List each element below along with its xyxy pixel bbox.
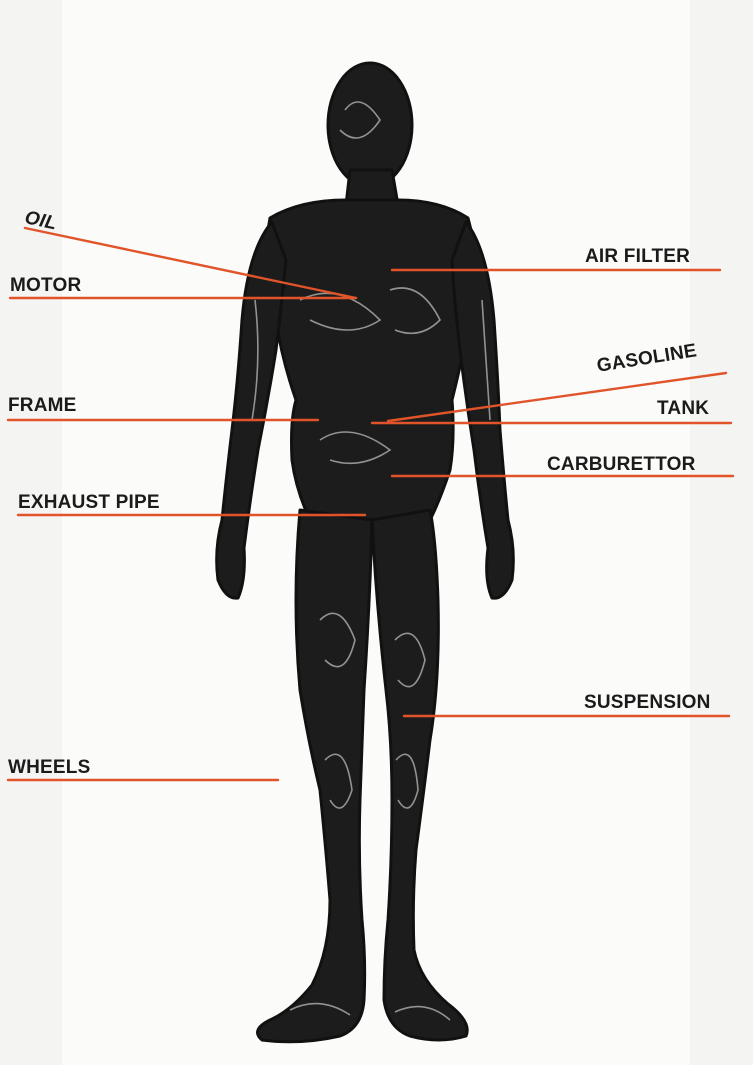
figure-left-leg bbox=[258, 510, 373, 1042]
figure-head bbox=[328, 63, 412, 187]
figure-left-arm bbox=[217, 222, 286, 598]
label-wheels: WHEELS bbox=[8, 758, 90, 777]
label-motor: MOTOR bbox=[10, 276, 81, 295]
label-frame: FRAME bbox=[8, 396, 77, 415]
figure-torso bbox=[267, 200, 474, 520]
label-air-filter: AIR FILTER bbox=[585, 247, 690, 266]
label-exhaust-pipe: EXHAUST PIPE bbox=[18, 493, 160, 512]
label-carburettor: CARBURETTOR bbox=[547, 455, 696, 474]
figure-right-leg bbox=[372, 510, 467, 1040]
label-tank: TANK bbox=[657, 399, 709, 418]
label-suspension: SUSPENSION bbox=[584, 693, 711, 712]
